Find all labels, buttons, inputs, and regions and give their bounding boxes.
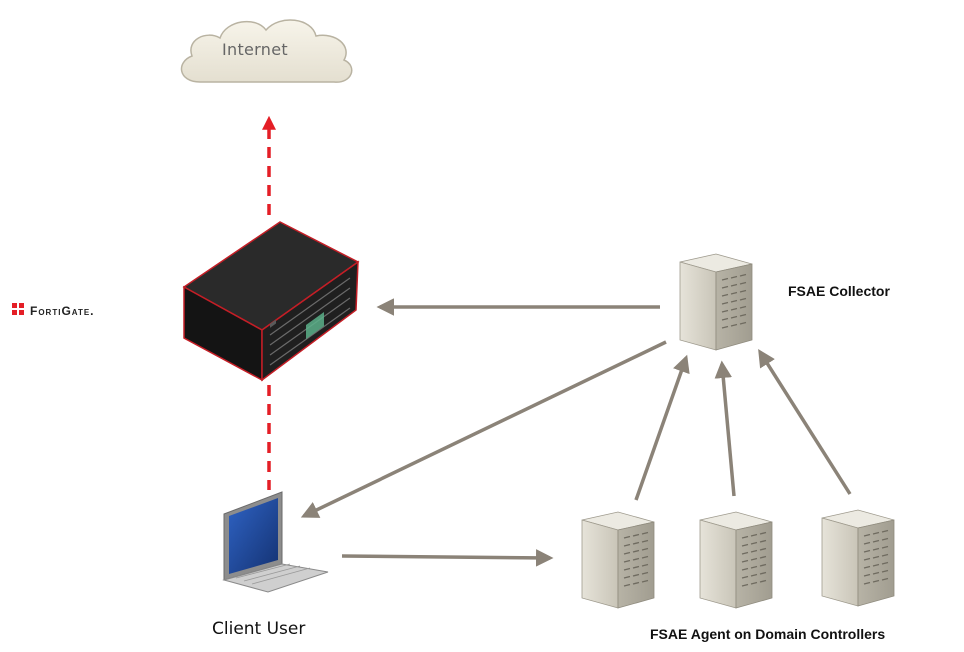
internet-label: Internet	[222, 40, 288, 59]
collector-to-client-arrow	[300, 340, 667, 518]
fortigate-brand-text: FortiGate.	[30, 304, 95, 318]
agent1-to-collector-arrow	[634, 354, 690, 501]
agent2-to-collector-arrow	[714, 360, 736, 497]
client-to-agents-arrow	[341, 549, 554, 567]
agent3-to-collector-arrow	[758, 349, 852, 495]
fortigate-logo	[12, 303, 24, 315]
client-user-label: Client User	[212, 619, 306, 639]
fsae-collector-server-icon	[679, 253, 753, 351]
domain-controller-server-icon	[821, 509, 895, 607]
fortigate-brand: FortiGate.	[12, 301, 95, 321]
fsae-collector-label: FSAE Collector	[788, 283, 890, 299]
domain-controller-server-icon	[581, 511, 655, 609]
fsae-agent-label: FSAE Agent on Domain Controllers	[650, 626, 886, 642]
domain-controller-server-icon	[699, 511, 773, 609]
internet-cloud-icon	[180, 19, 353, 83]
fortigate-firewall-icon	[182, 221, 360, 382]
client-laptop-icon	[222, 491, 329, 593]
